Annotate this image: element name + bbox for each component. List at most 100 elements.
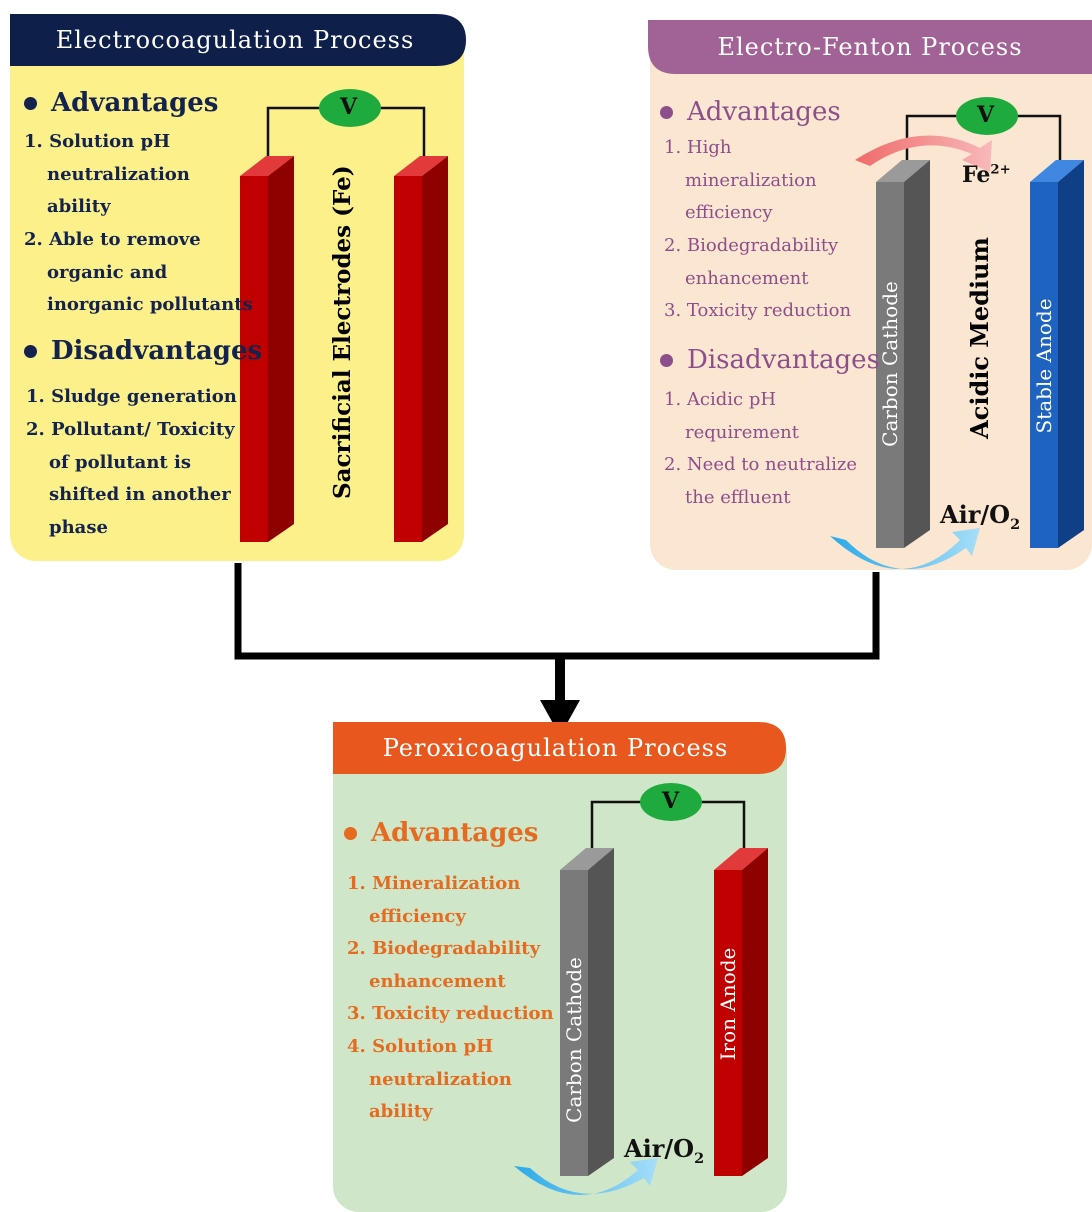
item-line: Solution pH xyxy=(49,131,171,152)
electro-fenton-title: Electro-Fenton Process xyxy=(717,33,1023,61)
item-number: 4. xyxy=(347,1036,366,1057)
fe-release-arrow-icon xyxy=(855,135,992,172)
heading-label: Advantages xyxy=(687,97,841,127)
air-text: Air/O xyxy=(940,500,1011,529)
item-line: Mineralization xyxy=(372,873,521,894)
bullet-icon xyxy=(344,826,357,840)
item-number: 2. xyxy=(664,454,682,475)
item-line: ability xyxy=(369,1101,433,1122)
peroxicoagulation-title-bar xyxy=(333,722,786,774)
electrocoagulation-panel xyxy=(10,18,464,561)
item-line: enhancement xyxy=(685,267,809,289)
ef-disadvantage-2: 2. Need to neutralize the effluent xyxy=(664,449,857,514)
flow-connector-left xyxy=(234,563,560,660)
item-line: inorganic pollutants xyxy=(47,294,253,315)
fe-charge: 2+ xyxy=(990,162,1011,178)
electro-fenton-title-bar xyxy=(648,20,1092,74)
air-subscript: 2 xyxy=(1010,515,1021,533)
ec-voltmeter-label: V xyxy=(340,94,358,120)
item-line: Able to remove xyxy=(49,229,201,250)
ef-medium-label: Acidic Medium xyxy=(965,237,994,439)
item-number: 1. xyxy=(24,131,43,152)
electrocoagulation-title-bar xyxy=(10,14,466,66)
item-line: neutralization xyxy=(369,1068,512,1090)
ef-stable-anode xyxy=(1030,160,1084,548)
ef-advantage-1: 1. High mineralization efficiency xyxy=(664,132,817,230)
bullet-icon xyxy=(24,344,37,358)
bullet-icon xyxy=(660,105,673,119)
air-text: Air/O xyxy=(624,1134,695,1163)
ec-voltmeter-icon xyxy=(319,89,381,127)
ef-air-arrow-icon xyxy=(830,528,980,570)
pc-advantage-4: 4. Solution pH neutralization ability xyxy=(347,1031,512,1129)
item-line: Solution pH xyxy=(372,1036,494,1057)
item-number: 1. xyxy=(664,389,682,410)
ec-disadvantages-heading: Disadvantages xyxy=(24,336,262,366)
ef-carbon-cathode xyxy=(876,160,930,548)
item-line: Sludge generation xyxy=(51,386,237,407)
bullet-icon xyxy=(24,96,37,110)
ef-cathode-label: Carbon Cathode xyxy=(878,281,902,447)
item-line: enhancement xyxy=(369,970,506,992)
pc-cathode-label: Carbon Cathode xyxy=(562,957,586,1123)
ef-disadvantages-heading: Disadvantages xyxy=(660,345,880,375)
item-number: 1. xyxy=(664,137,682,158)
pc-advantages-heading: Advantages xyxy=(344,818,538,848)
ef-air-label: Air/O2 xyxy=(940,500,1020,533)
ec-advantages-heading: Advantages xyxy=(24,88,218,118)
pc-voltmeter-icon xyxy=(640,783,702,821)
item-line: ability xyxy=(47,196,111,217)
fe-ion-label: Fe2+ xyxy=(962,162,1011,188)
ef-advantages-heading: Advantages xyxy=(660,97,841,127)
item-line: phase xyxy=(49,516,108,538)
item-number: 3. xyxy=(664,300,682,321)
peroxicoagulation-title: Peroxicoagulation Process xyxy=(382,734,729,762)
ec-disadvantage-1: 1. Sludge generation xyxy=(26,381,237,414)
heading-label: Advantages xyxy=(371,818,539,848)
heading-label: Disadvantages xyxy=(51,336,263,366)
item-line: efficiency xyxy=(685,202,773,223)
ec-advantage-2: 2. Able to remove organic and inorganic … xyxy=(24,224,253,322)
item-number: 1. xyxy=(26,386,45,407)
heading-label: Advantages xyxy=(51,88,219,118)
item-line: Need to neutralize xyxy=(686,454,858,475)
item-line: mineralization xyxy=(685,169,817,191)
ec-disadvantage-2: 2. Pollutant/ Toxicity of pollutant is s… xyxy=(26,414,235,544)
item-line: Biodegradability xyxy=(686,235,839,256)
item-line: Pollutant/ Toxicity xyxy=(51,419,235,440)
item-line: Acidic pH xyxy=(686,389,777,410)
ec-electrode-right xyxy=(394,156,448,542)
item-line: of pollutant is xyxy=(49,451,191,473)
item-line: the effluent xyxy=(685,486,791,508)
heading-label: Disadvantages xyxy=(687,345,880,375)
item-number: 2. xyxy=(347,938,366,959)
pc-iron-anode xyxy=(714,848,768,1176)
item-line: neutralization xyxy=(47,163,190,185)
flow-arrow-down-icon xyxy=(540,700,580,736)
item-line: Biodegradability xyxy=(372,938,541,959)
item-line: shifted in another xyxy=(49,484,231,505)
item-line: efficiency xyxy=(369,905,466,927)
pc-voltmeter-label: V xyxy=(662,788,680,814)
item-line: High xyxy=(686,137,732,158)
air-subscript: 2 xyxy=(694,1149,705,1167)
pc-advantage-2: 2. Biodegradability enhancement xyxy=(347,933,540,998)
item-line: Toxicity reduction xyxy=(372,1003,554,1024)
pc-air-label: Air/O2 xyxy=(624,1134,704,1167)
ec-electrode-left xyxy=(240,156,294,542)
item-number: 2. xyxy=(26,419,45,440)
pc-advantage-1: 1. Mineralization efficiency xyxy=(347,868,520,933)
item-line: requirement xyxy=(685,421,799,443)
ef-advantage-2: 2. Biodegradability enhancement xyxy=(664,230,838,295)
ef-anode-label: Stable Anode xyxy=(1032,298,1056,434)
item-number: 1. xyxy=(347,873,366,894)
bullet-icon xyxy=(660,353,673,367)
item-number: 2. xyxy=(24,229,43,250)
item-line: organic and xyxy=(47,261,168,283)
flow-connector-right xyxy=(560,572,880,660)
ef-advantage-3: 3. Toxicity reduction xyxy=(664,295,851,328)
pc-air-arrow-icon xyxy=(514,1158,658,1196)
ef-disadvantage-1: 1. Acidic pH requirement xyxy=(664,384,799,449)
pc-advantage-3: 3. Toxicity reduction xyxy=(347,998,554,1031)
